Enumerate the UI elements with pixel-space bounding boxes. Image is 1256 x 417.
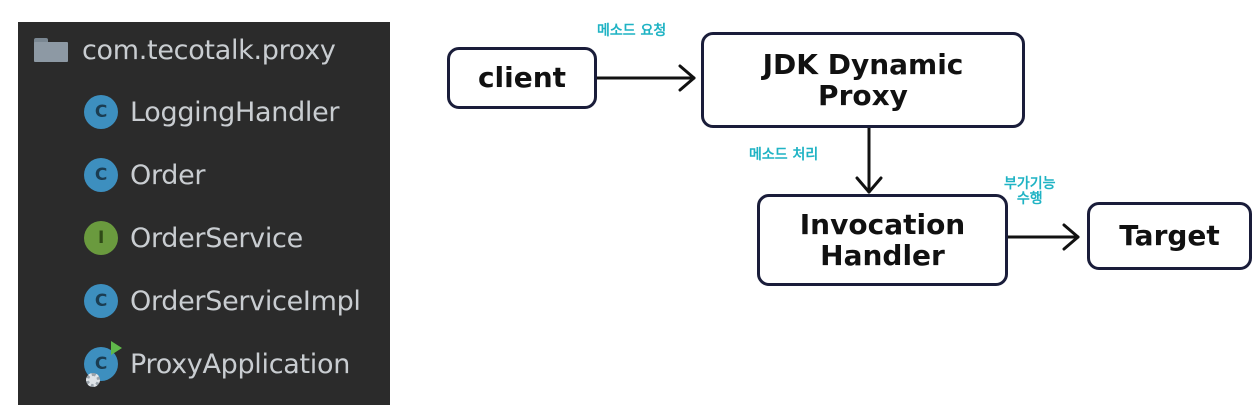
handler-label-line2: Handler bbox=[820, 239, 945, 272]
jdk-dynamic-proxy-box: JDK Dynamic Proxy bbox=[701, 32, 1025, 128]
tree-item-order-service[interactable]: I OrderService bbox=[84, 216, 303, 260]
run-badge-icon bbox=[111, 341, 122, 355]
proxy-label-line2: Proxy bbox=[818, 79, 908, 112]
tree-item-label: LoggingHandler bbox=[130, 96, 340, 128]
tree-item-label: Order bbox=[130, 159, 206, 191]
project-tree-panel: com.tecotalk.proxy C LoggingHandler C Or… bbox=[18, 22, 390, 405]
spring-boot-class-icon: C bbox=[84, 341, 122, 387]
class-icon: C bbox=[84, 284, 118, 318]
tree-item-order[interactable]: C Order bbox=[84, 153, 206, 197]
client-label: client bbox=[477, 61, 567, 95]
class-kind-letter: C bbox=[94, 354, 108, 374]
arrowhead-handler-to-target bbox=[1062, 223, 1080, 251]
edge-label-extra-line2: 수행 bbox=[1016, 191, 1043, 208]
package-row[interactable]: com.tecotalk.proxy bbox=[34, 28, 336, 72]
proxy-label-line1: JDK Dynamic bbox=[762, 47, 964, 81]
edge-label-method-request: 메소드 요청 bbox=[597, 23, 667, 39]
target-label: Target bbox=[1119, 219, 1220, 253]
tree-item-logging-handler[interactable]: C LoggingHandler bbox=[84, 90, 340, 134]
client-box: client bbox=[447, 47, 597, 109]
gear-icon bbox=[86, 373, 100, 387]
tree-item-order-service-impl[interactable]: C OrderServiceImpl bbox=[84, 279, 361, 323]
target-box: Target bbox=[1087, 202, 1252, 270]
class-icon: C bbox=[84, 95, 118, 129]
edge-label-method-process: 메소드 처리 bbox=[749, 147, 819, 163]
class-icon: C bbox=[84, 158, 118, 192]
folder-icon bbox=[34, 38, 68, 62]
tree-item-proxy-application[interactable]: C ProxyApplication bbox=[84, 341, 351, 387]
handler-label-line1: Invocation bbox=[799, 207, 966, 241]
invocation-handler-box: Invocation Handler bbox=[757, 194, 1008, 286]
edge-label-extra-line1: 부가기능 bbox=[1004, 176, 1056, 192]
arrowhead-client-to-proxy bbox=[678, 64, 696, 92]
arrowhead-proxy-to-handler bbox=[855, 176, 883, 194]
package-name: com.tecotalk.proxy bbox=[82, 34, 336, 66]
tree-item-label: OrderServiceImpl bbox=[130, 285, 361, 317]
tree-item-label: OrderService bbox=[130, 222, 303, 254]
tree-item-label: ProxyApplication bbox=[130, 348, 351, 380]
edge-label-extra-feature: 부가기능 수행 bbox=[1004, 176, 1056, 208]
interface-icon: I bbox=[84, 221, 118, 255]
